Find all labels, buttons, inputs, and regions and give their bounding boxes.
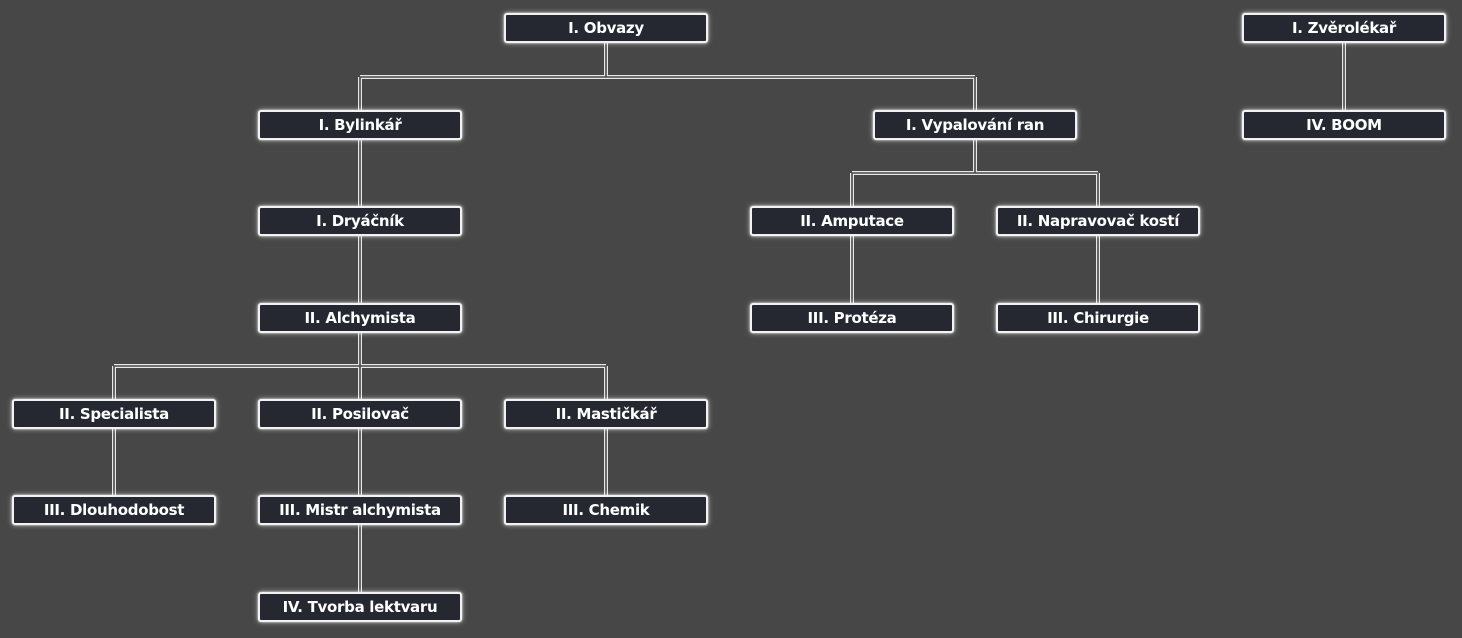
skill-node-label: I. Bylinkář	[318, 116, 402, 134]
connector-from-alchymista	[113, 333, 607, 399]
skill-node-label: II. Alchymista	[304, 309, 416, 327]
skill-node-dryacnik[interactable]: I. Dryáčník	[258, 206, 462, 236]
connector-from-vypalovani	[851, 140, 1099, 206]
skill-node-label: IV. Tvorba lektvaru	[282, 598, 438, 616]
skill-node-dlouhodobost[interactable]: III. Dlouhodobost	[12, 495, 216, 525]
skill-node-label: III. Chemik	[562, 501, 650, 519]
skill-node-label: III. Mistr alchymista	[279, 501, 441, 519]
skill-node-specialista[interactable]: II. Specialista	[12, 399, 216, 429]
connector-from-vypalovani	[850, 140, 1100, 206]
skill-node-napravovac-kosti[interactable]: II. Napravovač kostí	[996, 206, 1200, 236]
skill-node-label: III. Protéza	[807, 309, 897, 327]
skill-node-label: II. Mastičkář	[555, 405, 657, 423]
skill-node-label: III. Chirurgie	[1047, 309, 1149, 327]
skill-node-alchymista[interactable]: II. Alchymista	[258, 303, 462, 333]
skill-node-vypalovani-ran[interactable]: I. Vypalování ran	[873, 110, 1077, 140]
skill-node-label: I. Zvěrolékař	[1292, 19, 1396, 37]
skill-node-tvorba-lektvaru[interactable]: IV. Tvorba lektvaru	[258, 592, 462, 622]
skill-node-label: I. Vypalování ran	[905, 116, 1045, 134]
skill-node-mastickar[interactable]: II. Mastičkář	[504, 399, 708, 429]
skill-node-label: II. Napravovač kostí	[1016, 212, 1180, 230]
connector-from-obvazy	[358, 43, 977, 110]
skill-node-label: II. Specialista	[59, 405, 169, 423]
skill-node-amputace[interactable]: II. Amputace	[750, 206, 954, 236]
skill-node-boom[interactable]: IV. BOOM	[1242, 110, 1446, 140]
skill-node-obvazy[interactable]: I. Obvazy	[504, 13, 708, 43]
skill-node-bylinkar[interactable]: I. Bylinkář	[258, 110, 462, 140]
skill-node-label: I. Dryáčník	[316, 212, 404, 230]
skill-node-label: IV. BOOM	[1306, 116, 1382, 134]
skill-node-zverolekar[interactable]: I. Zvěrolékař	[1242, 13, 1446, 43]
skill-node-chemik[interactable]: III. Chemik	[504, 495, 708, 525]
skill-node-chirurgie[interactable]: III. Chirurgie	[996, 303, 1200, 333]
skill-node-label: II. Posilovač	[311, 405, 409, 423]
skill-node-posilovac[interactable]: II. Posilovač	[258, 399, 462, 429]
skill-node-mistr-alchymista[interactable]: III. Mistr alchymista	[258, 495, 462, 525]
skill-node-label: II. Amputace	[800, 212, 904, 230]
skill-node-label: I. Obvazy	[568, 19, 644, 37]
skill-node-proteza[interactable]: III. Protéza	[750, 303, 954, 333]
skill-node-label: III. Dlouhodobost	[43, 501, 185, 519]
connector-from-alchymista	[112, 333, 608, 399]
connector-from-obvazy	[359, 43, 976, 110]
